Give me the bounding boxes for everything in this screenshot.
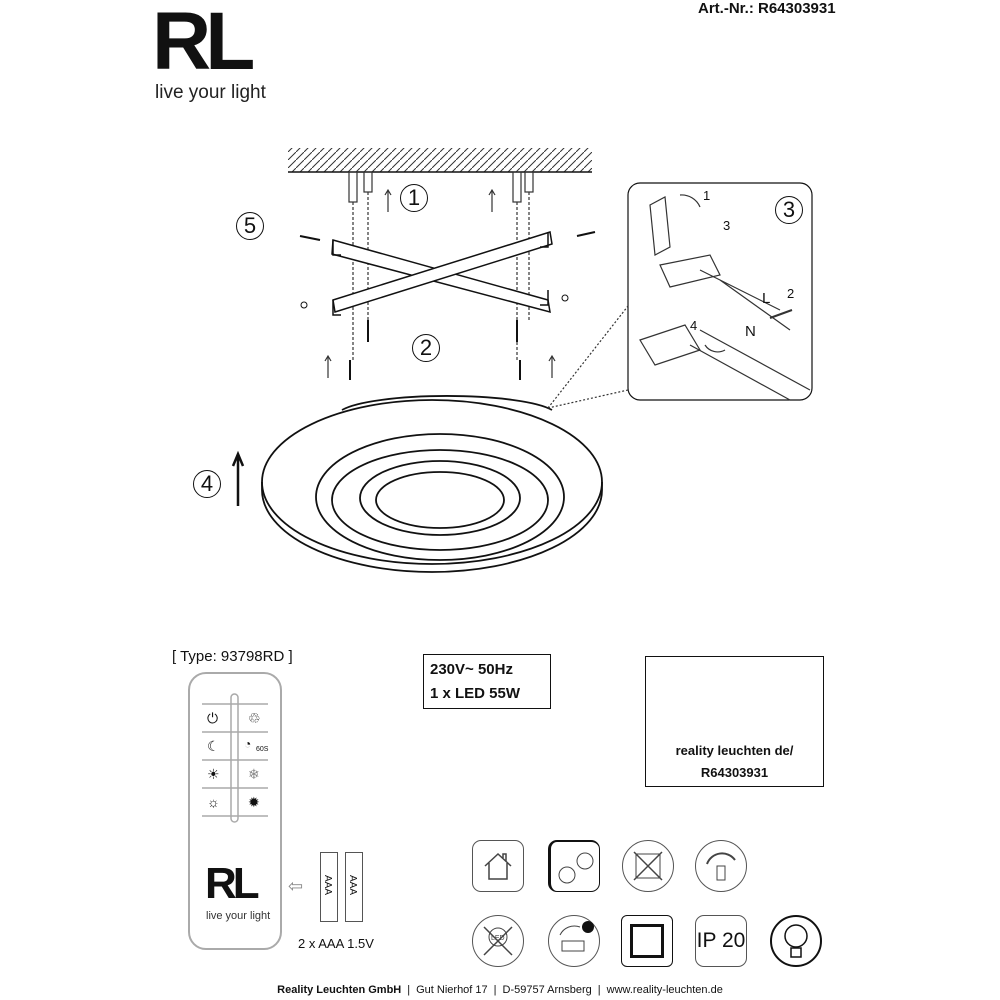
remote-control: ⏻ ♲ ☾ ◔ 60S ☀ ❄ ☼ ✹ (188, 672, 282, 950)
step-4-marker: 4 (193, 470, 221, 498)
step-2-marker: 2 (412, 334, 440, 362)
mounting-bars (331, 231, 553, 316)
brightness-up-icon[interactable]: ☀ (207, 766, 220, 782)
inset-label-1: 1 (703, 188, 711, 203)
battery-spec: 2 x AAA 1.5V (298, 936, 374, 951)
cool-light-icon[interactable]: ❄ (248, 766, 260, 782)
timer-text: 60S (256, 746, 269, 753)
logo-tagline: live your light (155, 82, 266, 103)
inset-label-4: 4 (690, 318, 698, 333)
bulb-icon (770, 915, 822, 967)
label-box: reality leuchten de/ R64303931 (645, 656, 824, 787)
step-3-marker: 3 (775, 196, 803, 224)
footer-company: Reality Leuchten GmbH (277, 984, 402, 996)
mounting-position-icon (548, 840, 600, 892)
footer-website[interactable]: www.reality-leuchten.de (606, 984, 723, 996)
indoor-use-icon (472, 840, 524, 892)
scene-icon[interactable]: ♲ (248, 710, 261, 726)
battery: AAA (345, 852, 363, 922)
footer-city: D-59757 Arnsberg (502, 984, 592, 996)
protection-class-2-icon (621, 915, 673, 967)
timer-icon[interactable]: ◔ (244, 737, 252, 751)
ip20-icon: IP 20 (695, 915, 747, 967)
logo-mark: RL (152, 0, 255, 87)
night-icon[interactable]: ☾ (207, 738, 220, 754)
footer: Reality Leuchten GmbH|Gut Nierhof 17|D-5… (277, 984, 723, 996)
svg-text:LED: LED (491, 935, 505, 942)
dimmer-switch-icon (695, 840, 747, 892)
installation-diagram (231, 148, 813, 573)
inset-label-n: N (745, 323, 756, 340)
arrow-up-icon (231, 450, 245, 506)
voltage: 230V~ 50Hz (430, 661, 513, 678)
arrow-left-icon: ⇦ (288, 876, 304, 896)
remote-tagline: live your light (206, 910, 271, 922)
label-line-2: R64303931 (700, 765, 769, 780)
driver-replaceable-icon (548, 915, 600, 967)
led-not-replaceable-icon: LED (472, 915, 524, 967)
inset-label-l: L (762, 290, 771, 307)
lamp-body (261, 395, 603, 573)
inset-detail (547, 182, 813, 409)
brightness-down-icon[interactable]: ☼ (207, 794, 220, 810)
warm-light-icon[interactable]: ✹ (248, 794, 260, 810)
step-5-marker: 5 (236, 212, 264, 240)
type-label: [ Type: 93798RD ] (172, 648, 293, 665)
ceiling (288, 148, 592, 172)
specs-box: 230V~ 50Hz 1 x LED 55W (423, 654, 551, 709)
battery: AAA (320, 852, 338, 922)
led-power: 1 x LED 55W (430, 685, 521, 702)
power-icon[interactable]: ⏻ (207, 710, 219, 726)
remote-logo: RL (205, 859, 260, 908)
step-1-marker: 1 (400, 184, 428, 212)
inset-label-3: 3 (723, 218, 731, 233)
inset-label-2: 2 (787, 286, 795, 301)
label-line-1: reality leuchten de/ (675, 743, 794, 758)
footer-street: Gut Nierhof 17 (416, 984, 488, 996)
not-flammable-surface-icon (622, 840, 674, 892)
article-number: Art.-Nr.: R64303931 (698, 0, 836, 17)
